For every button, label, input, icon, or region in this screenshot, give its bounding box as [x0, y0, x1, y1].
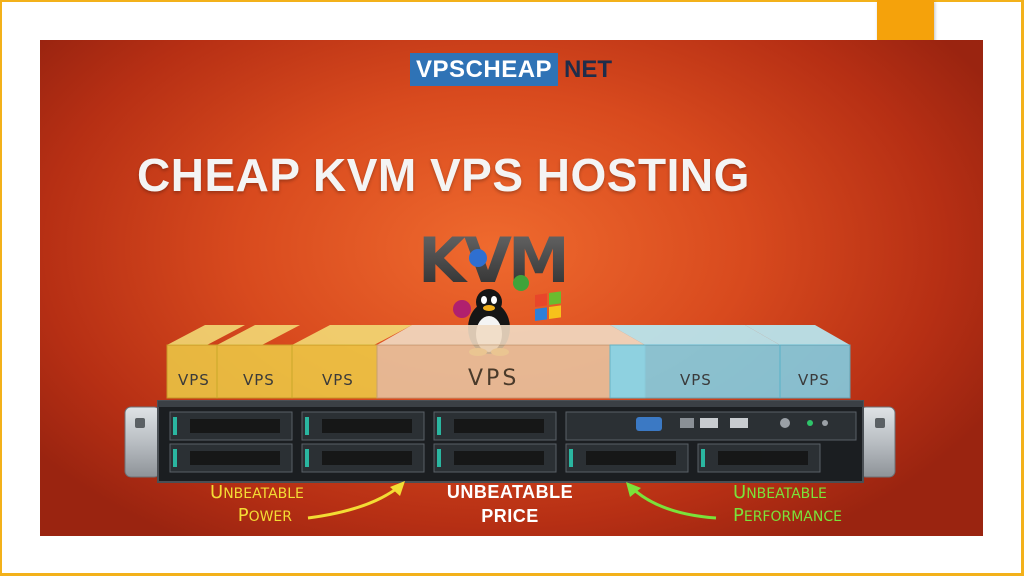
logo-tld: NET: [564, 56, 613, 83]
hero-banner: VPSCHEAP NET CHEAP KVM VPS HOSTING K V M: [40, 40, 983, 536]
caption-perf-l2-first: P: [733, 505, 744, 526]
caption-unbeatable-power: UNBEATABLE POWER: [210, 482, 304, 528]
frame-border-right: [1021, 0, 1024, 576]
vga-port-icon: [636, 417, 662, 431]
power-button-icon: [780, 418, 790, 428]
vps-label-2: VPS: [243, 371, 275, 389]
kvm-logo: K V M: [418, 224, 570, 318]
frame-border-left: [0, 0, 2, 576]
usb-port-icon: [680, 418, 694, 428]
vps-label-5: VPS: [680, 371, 712, 389]
caption-power-l2-first: P: [237, 505, 249, 526]
vps-box-row: [166, 325, 851, 399]
arrow-power-icon: [307, 484, 401, 520]
vps-label-1: VPS: [178, 371, 210, 389]
rack-server: [124, 400, 896, 483]
server-illustration: K V M: [124, 224, 896, 520]
caption-power-l2-rest: OWER: [248, 509, 292, 525]
arrow-performance-icon: [630, 486, 717, 520]
brand-logo[interactable]: VPSCHEAP NET: [410, 53, 612, 86]
caption-unbeatable-performance: UNBEATABLE PERFORMANCE: [733, 482, 853, 528]
caption-power-l1-rest: NBEATABLE: [223, 486, 304, 502]
windows-flag-icon: [535, 291, 561, 321]
caption-perf-l2-rest: ERFORMANCE: [743, 509, 842, 525]
caption-unbeatable-price: UNBEATABLE PRICE: [440, 480, 580, 528]
caption-price-line2: PRICE: [481, 506, 539, 526]
frame-border-top: [0, 0, 1024, 2]
blue-orb-icon: [469, 249, 487, 267]
caption-power-l1-first: U: [210, 482, 224, 503]
green-orb-icon: [513, 275, 529, 291]
kvm-letter-k: K: [418, 224, 468, 297]
page-title: CHEAP KVM VPS HOSTING: [137, 149, 750, 201]
logo-brand: VPSCHEAP: [410, 53, 559, 86]
frame-border-bottom: [0, 573, 1024, 576]
caption-perf-l1-rest: NBEATABLE: [746, 486, 827, 502]
vps-label-6: VPS: [798, 371, 830, 389]
caption-perf-l1-first: U: [733, 482, 747, 503]
vps-label-4: VPS: [468, 366, 520, 391]
magenta-orb-icon: [453, 300, 471, 318]
caption-price-line1: UNBEATABLE: [446, 482, 574, 502]
vps-label-3: VPS: [322, 371, 354, 389]
